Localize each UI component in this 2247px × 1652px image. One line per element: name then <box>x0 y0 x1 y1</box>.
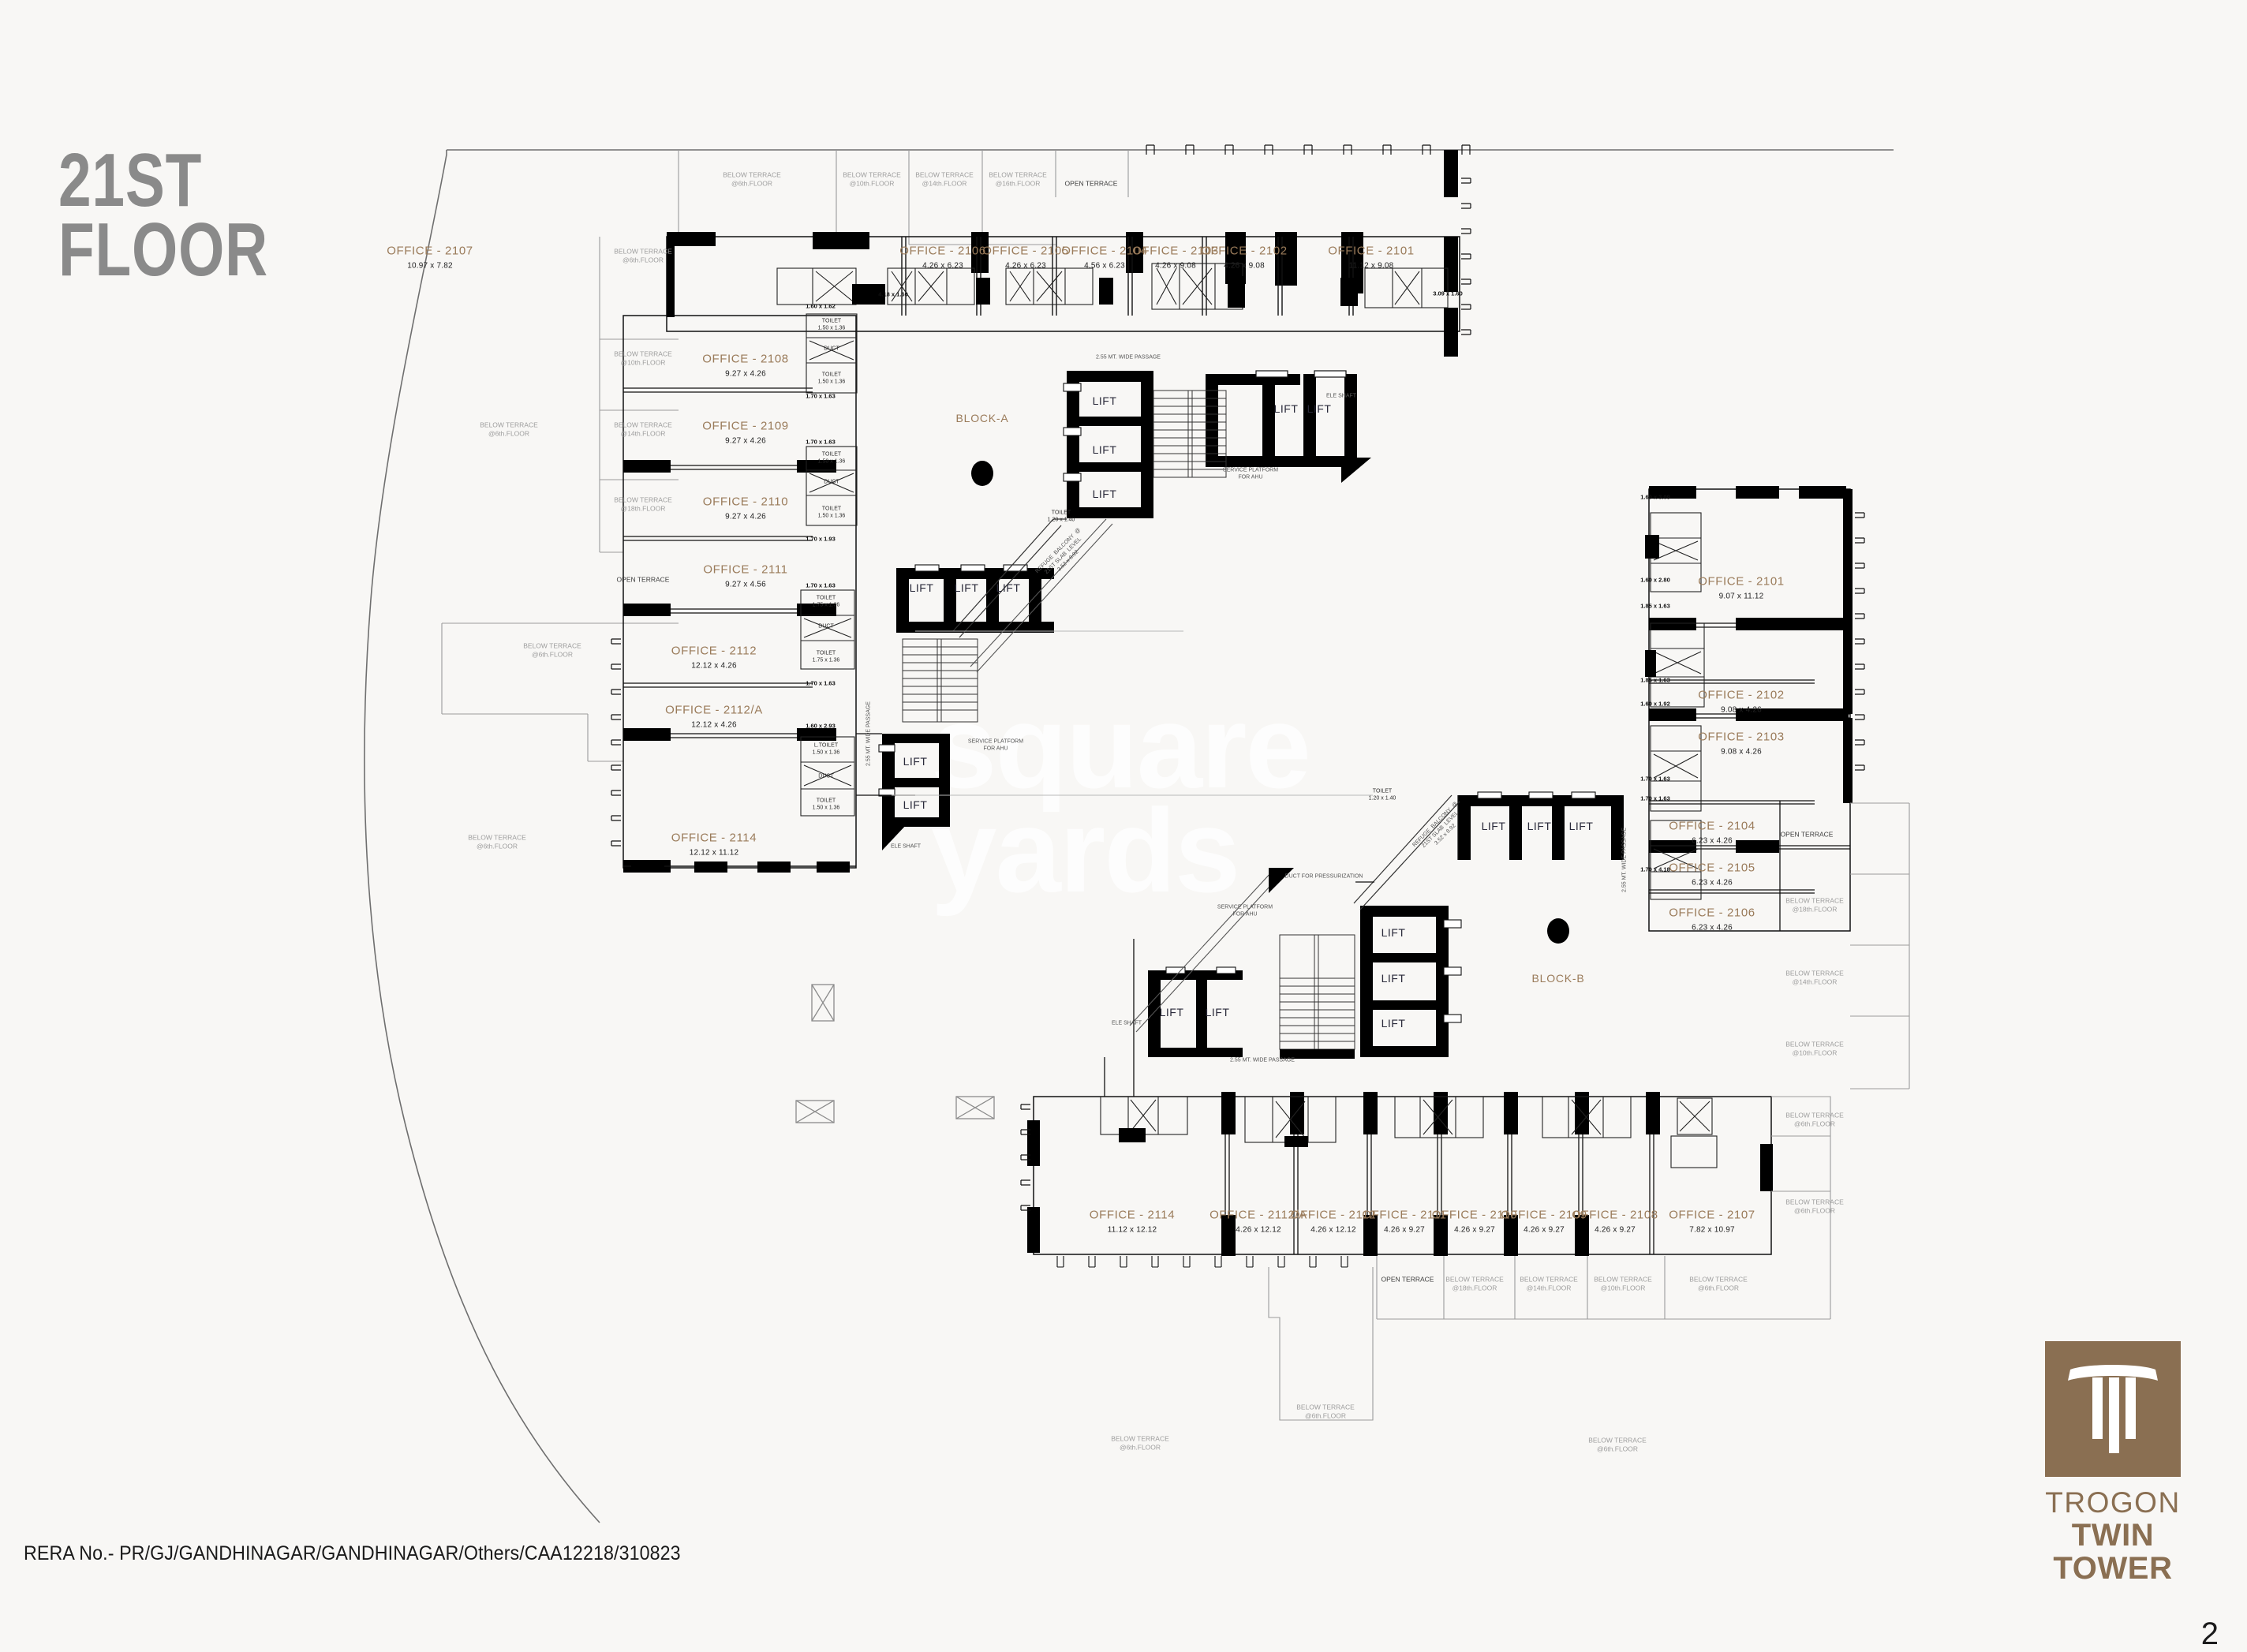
logo-name-line1: TROGON <box>2045 1486 2181 1519</box>
rera-number: RERA No.- PR/GJ/GANDHINAGAR/GANDHINAGAR/… <box>24 1542 681 1564</box>
page-number: 2 <box>2200 1616 2219 1651</box>
trogon-torii-icon <box>2045 1341 2181 1477</box>
logo-name-line2: TWIN TOWER <box>2053 1517 2173 1586</box>
page-title: 21ST FLOOR <box>58 138 268 293</box>
project-logo: TROGON TWIN TOWER <box>2010 1341 2215 1585</box>
